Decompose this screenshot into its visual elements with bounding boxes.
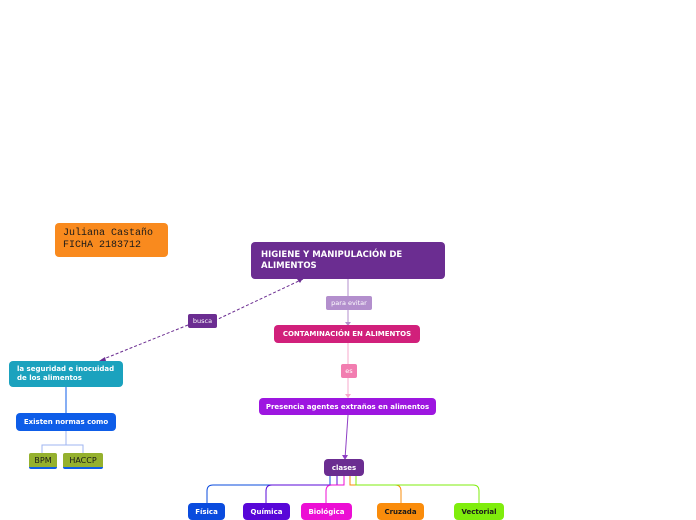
- clases-node[interactable]: clases: [324, 459, 364, 476]
- type-fisica[interactable]: Física: [188, 503, 225, 520]
- connector-clases-fisica: [206, 476, 331, 503]
- haccp-label: HACCP: [69, 455, 97, 465]
- bpm-node[interactable]: BPM: [29, 453, 57, 469]
- seguridad-label: la seguridad e inocuidad de los alimento…: [17, 365, 115, 382]
- link-label-para-evitar[interactable]: para evitar: [326, 296, 372, 310]
- arrowhead-clases: [342, 455, 348, 460]
- connector-clases-vectorial: [355, 476, 480, 503]
- connector-clases-cruzada: [349, 476, 402, 503]
- bpm-label: BPM: [34, 455, 52, 465]
- clases-label: clases: [331, 463, 357, 472]
- type-fisica-label: Física: [195, 507, 218, 516]
- main-topic-label: HIGIENE Y MANIPULACIÓN DE ALIMENTOS: [261, 250, 403, 271]
- type-vectorial[interactable]: Vectorial: [454, 503, 504, 520]
- connector-main-busca: [215, 278, 304, 321]
- normas-label: Existen normas como: [23, 418, 109, 426]
- arrowhead-seguridad: [99, 357, 106, 361]
- presencia-node[interactable]: Presencia agentes extraños en alimentos: [259, 398, 436, 415]
- type-cruzada-label: Cruzada: [384, 507, 417, 516]
- type-quimica-label: Química: [250, 507, 283, 516]
- author-card[interactable]: Juliana Castaño FICHA 2183712: [55, 223, 168, 257]
- type-cruzada[interactable]: Cruzada: [377, 503, 424, 520]
- haccp-node[interactable]: HACCP: [63, 453, 103, 469]
- link-label-busca[interactable]: busca: [188, 314, 217, 328]
- arrowhead-contaminacion: [345, 322, 351, 326]
- connector-normas-haccp: [66, 444, 84, 453]
- connector-clases-biologica: [325, 476, 345, 503]
- contaminacion-node[interactable]: CONTAMINACIÓN EN ALIMENTOS: [274, 325, 420, 343]
- seguridad-node[interactable]: la seguridad e inocuidad de los alimento…: [9, 361, 123, 387]
- connector-clases-quimica: [265, 476, 338, 503]
- busca-label: busca: [192, 317, 213, 325]
- main-topic[interactable]: HIGIENE Y MANIPULACIÓN DE ALIMENTOS: [251, 242, 445, 279]
- connector-presencia-clases: [344, 414, 349, 460]
- author-ficha: FICHA 2183712: [63, 240, 142, 251]
- arrowhead-main: [297, 278, 303, 283]
- type-biologica-label: Biológica: [308, 507, 345, 516]
- es-label: es: [345, 367, 353, 375]
- connector-busca-seguridad: [100, 324, 189, 361]
- normas-node[interactable]: Existen normas como: [16, 413, 116, 431]
- para-evitar-label: para evitar: [331, 299, 367, 307]
- arrowhead-presencia: [345, 394, 351, 398]
- connector-normas-bpm: [41, 431, 67, 453]
- type-biologica[interactable]: Biológica: [301, 503, 352, 520]
- contaminacion-label: CONTAMINACIÓN EN ALIMENTOS: [282, 330, 412, 338]
- type-quimica[interactable]: Química: [243, 503, 290, 520]
- presencia-label: Presencia agentes extraños en alimentos: [265, 402, 430, 411]
- author-name: Juliana Castaño: [63, 228, 154, 239]
- link-label-es[interactable]: es: [341, 364, 357, 378]
- type-vectorial-label: Vectorial: [461, 507, 497, 516]
